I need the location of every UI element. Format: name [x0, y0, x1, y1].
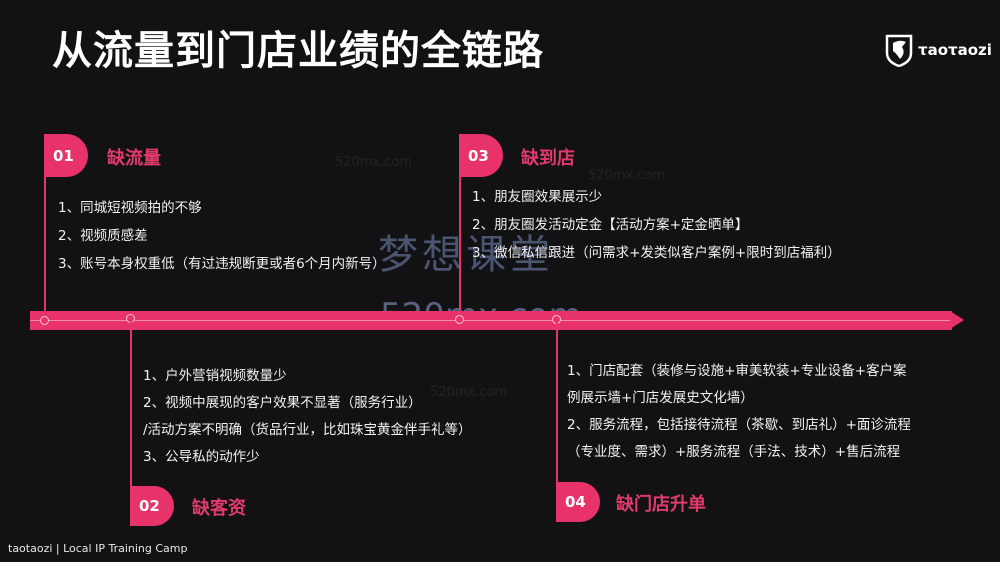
timeline-center-line — [30, 320, 955, 321]
watermark-text: 梦想课堂 — [378, 232, 554, 278]
timeline-arrowhead — [950, 311, 964, 329]
watermark-url-faint: 520mx.com — [335, 155, 413, 170]
watermark-url-faint: 520mx.com — [430, 385, 508, 400]
connector-line-04 — [556, 322, 558, 522]
connector-line-01 — [44, 134, 46, 312]
watermark-url-faint: 520mx.com — [588, 168, 666, 183]
section-item: 例展示墙+门店发展史文化墙） — [567, 390, 754, 406]
section-heading-01: 缺流量 — [107, 148, 161, 169]
timeline-node-01 — [40, 316, 49, 325]
section-item: 1、同城短视频拍的不够 — [58, 200, 202, 216]
section-item: 2、服务流程，包括接待流程（茶歇、到店礼）+面诊流程 — [567, 417, 911, 433]
section-item: 3、微信私信跟进（问需求+发类似客户案例+限时到店福利） — [472, 245, 841, 261]
section-badge-03: 03 — [459, 134, 503, 177]
section-item: 2、视频中展现的客户效果不显著（服务行业） — [143, 395, 422, 411]
section-badge-01: 01 — [44, 134, 88, 177]
section-badge-04: 04 — [556, 482, 600, 522]
connector-line-03 — [459, 134, 461, 312]
section-badge-02: 02 — [130, 486, 174, 526]
timeline-node-03 — [455, 315, 464, 324]
connector-line-02 — [130, 322, 132, 522]
section-item: 2、朋友圈发活动定金【活动方案+定金晒单】 — [472, 217, 749, 233]
brand-name: τaoτaozi — [918, 41, 992, 59]
section-heading-04: 缺门店升单 — [616, 494, 706, 515]
section-item: 1、户外营销视频数量少 — [143, 368, 287, 384]
section-item: 3、账号本身权重低（有过违规断更或者6个月内新号） — [58, 256, 386, 272]
unicorn-shield-icon — [885, 34, 913, 67]
section-item: 2、视频质感差 — [58, 228, 148, 244]
section-item: 1、朋友圈效果展示少 — [472, 189, 603, 205]
section-item: 1、门店配套（装修与设施+审美软装+专业设备+客户案 — [567, 363, 907, 379]
brand-logo: τaoτaozi — [884, 33, 992, 67]
section-item: （专业度、需求）+服务流程（手法、技术）+售后流程 — [567, 444, 901, 460]
section-heading-02: 缺客资 — [192, 498, 246, 519]
section-item: /活动方案不明确（货品行业，比如珠宝黄金伴手礼等） — [143, 422, 472, 438]
section-heading-03: 缺到店 — [521, 148, 575, 169]
section-item: 3、公导私的动作少 — [143, 449, 260, 465]
slide-title: 从流量到门店业绩的全链路 — [52, 28, 544, 74]
footer-caption: taotaozi | Local IP Training Camp — [8, 542, 188, 555]
